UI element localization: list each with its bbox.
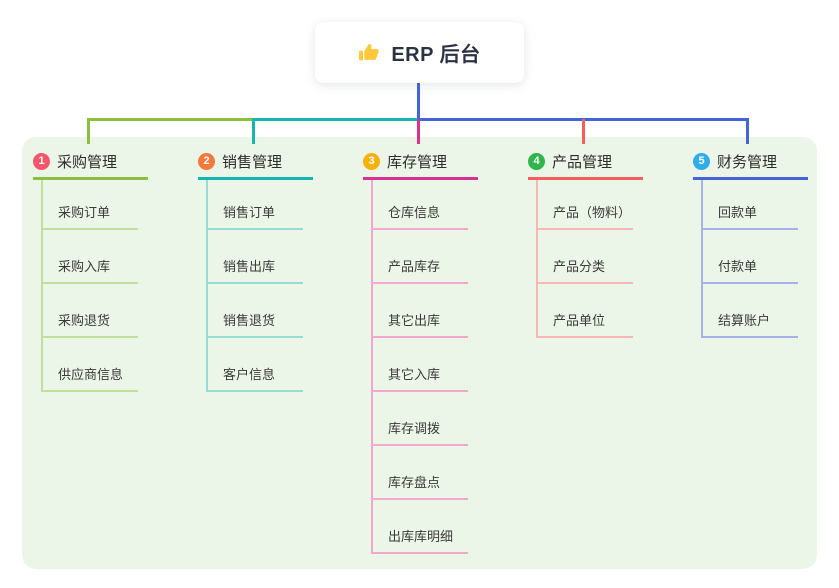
branch-product-items: 产品（物料） 产品分类 产品单位 [536, 180, 633, 338]
item-label: 销售订单 [223, 205, 276, 220]
item-label: 库存盘点 [388, 475, 441, 490]
branch-purchase: 1 采购管理 采购订单 采购入库 采购退货 供应商信息 [33, 151, 191, 392]
branch-finance-underline [693, 177, 808, 180]
connector-drop-inventory [417, 119, 420, 144]
mindmap-item[interactable]: 产品库存 [371, 230, 468, 284]
connector-root-stem [417, 83, 420, 121]
item-label: 回款单 [718, 205, 758, 220]
item-label: 采购订单 [58, 205, 111, 220]
mindmap-item[interactable]: 结算账户 [701, 284, 798, 338]
branch-purchase-items: 采购订单 采购入库 采购退货 供应商信息 [41, 180, 138, 392]
branch-product-label: 产品管理 [552, 153, 613, 171]
mindmap-item[interactable]: 仓库信息 [371, 180, 468, 230]
mindmap-item[interactable]: 采购入库 [41, 230, 138, 284]
connector-drop-purchase [87, 119, 90, 144]
mindmap-item[interactable]: 产品单位 [536, 284, 633, 338]
badge-5: 5 [693, 152, 710, 170]
mindmap-item[interactable]: 供应商信息 [41, 338, 138, 392]
branches-panel [22, 137, 817, 569]
branch-sales-underline [198, 177, 313, 180]
branch-finance-label: 财务管理 [717, 153, 778, 171]
branch-purchase-header[interactable]: 1 采购管理 [33, 151, 191, 171]
connector-drop-sales [252, 119, 255, 144]
branch-finance: 5 财务管理 回款单 付款单 结算账户 [693, 151, 839, 338]
branch-inventory: 3 库存管理 仓库信息 产品库存 其它出库 其它入库 库存调拨 库存盘点 出库库… [363, 151, 521, 554]
branch-inventory-items: 仓库信息 产品库存 其它出库 其它入库 库存调拨 库存盘点 出库库明细 [371, 180, 468, 554]
branch-inventory-label: 库存管理 [387, 153, 448, 171]
item-label: 产品单位 [553, 313, 606, 328]
root-node[interactable]: ERP 后台 [315, 22, 524, 83]
connector-drop-finance [746, 119, 749, 144]
item-label: 产品库存 [388, 259, 441, 274]
badge-2: 2 [198, 152, 215, 170]
mindmap-item[interactable]: 销售订单 [206, 180, 303, 230]
item-label: 其它入库 [388, 367, 441, 382]
item-label: 供应商信息 [58, 367, 124, 382]
mindmap-item[interactable]: 库存调拨 [371, 392, 468, 446]
mindmap-item[interactable]: 销售退货 [206, 284, 303, 338]
mindmap-item[interactable]: 付款单 [701, 230, 798, 284]
item-label: 采购入库 [58, 259, 111, 274]
branch-product: 4 产品管理 产品（物料） 产品分类 产品单位 [528, 151, 686, 338]
badge-3: 3 [363, 152, 380, 170]
mindmap-item[interactable]: 销售出库 [206, 230, 303, 284]
mindmap-item[interactable]: 其它出库 [371, 284, 468, 338]
badge-1: 1 [33, 152, 50, 170]
item-label: 销售出库 [223, 259, 276, 274]
mindmap-item[interactable]: 库存盘点 [371, 446, 468, 500]
connector-drop-product [582, 119, 585, 144]
thumbs-up-icon [359, 43, 379, 61]
mindmap-item[interactable]: 产品（物料） [536, 180, 633, 230]
mindmap-item[interactable]: 产品分类 [536, 230, 633, 284]
root-title: ERP 后台 [391, 44, 481, 66]
item-label: 结算账户 [718, 313, 771, 328]
branch-inventory-underline [363, 177, 478, 180]
connector-bus-purchase [87, 118, 254, 121]
branch-finance-items: 回款单 付款单 结算账户 [701, 180, 798, 338]
branch-sales-header[interactable]: 2 销售管理 [198, 151, 356, 171]
item-label: 产品分类 [553, 259, 606, 274]
item-label: 付款单 [718, 259, 758, 274]
branch-inventory-header[interactable]: 3 库存管理 [363, 151, 521, 171]
branch-finance-header[interactable]: 5 财务管理 [693, 151, 839, 171]
branch-purchase-label: 采购管理 [57, 153, 118, 171]
item-label: 库存调拨 [388, 421, 441, 436]
mindmap-item[interactable]: 出库库明细 [371, 500, 468, 554]
mindmap-item[interactable]: 采购订单 [41, 180, 138, 230]
item-label: 其它出库 [388, 313, 441, 328]
mindmap-item[interactable]: 回款单 [701, 180, 798, 230]
branch-sales: 2 销售管理 销售订单 销售出库 销售退货 客户信息 [198, 151, 356, 392]
branch-purchase-underline [33, 177, 148, 180]
item-label: 仓库信息 [388, 205, 441, 220]
connector-bus-sales [252, 118, 419, 121]
badge-4: 4 [528, 152, 545, 170]
item-label: 出库库明细 [388, 529, 454, 544]
branch-sales-label: 销售管理 [222, 153, 283, 171]
item-label: 客户信息 [223, 367, 276, 382]
branch-product-header[interactable]: 4 产品管理 [528, 151, 686, 171]
item-label: 采购退货 [58, 313, 111, 328]
mindmap-item[interactable]: 其它入库 [371, 338, 468, 392]
item-label: 产品（物料） [553, 205, 632, 220]
mindmap-item[interactable]: 客户信息 [206, 338, 303, 392]
branch-product-underline [528, 177, 643, 180]
item-label: 销售退货 [223, 313, 276, 328]
mindmap-item[interactable]: 采购退货 [41, 284, 138, 338]
branch-sales-items: 销售订单 销售出库 销售退货 客户信息 [206, 180, 303, 392]
